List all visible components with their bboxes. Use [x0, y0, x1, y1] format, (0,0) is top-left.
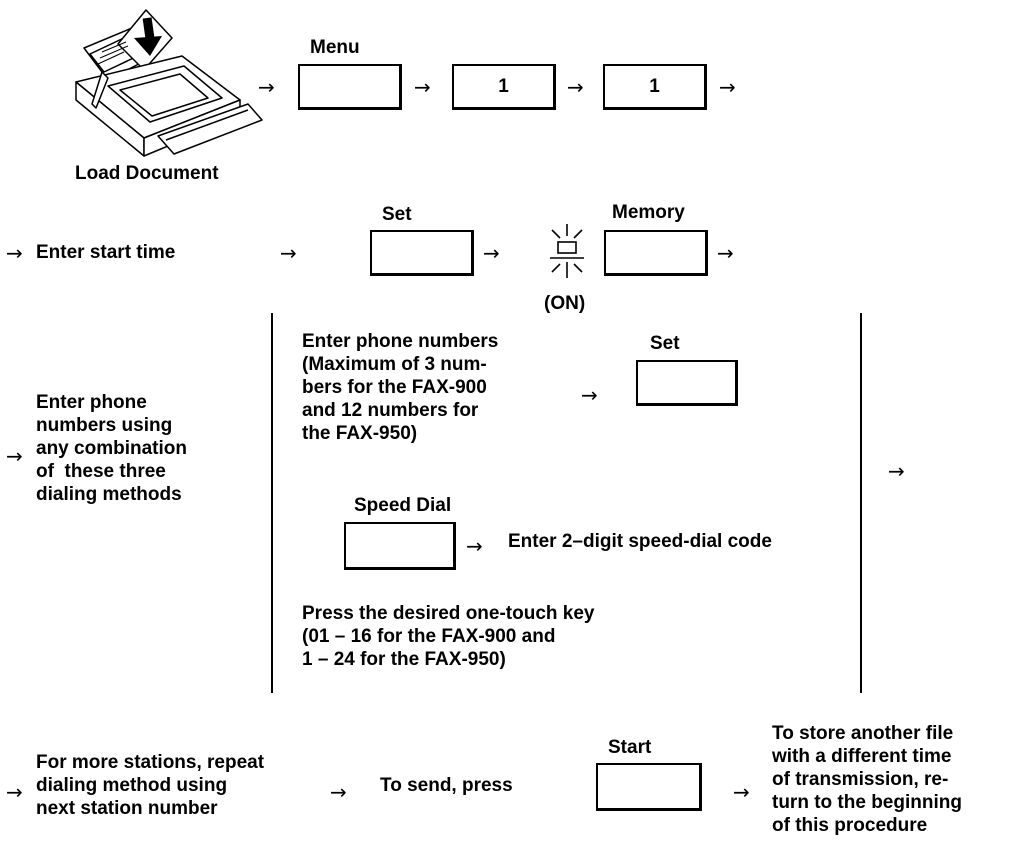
flow-arrow: →: [567, 77, 584, 97]
flow-arrow: →: [414, 77, 431, 97]
method-one-touch-text: Press the desired one-touch key (01 – 16…: [302, 602, 595, 671]
method-enter-phone-numbers-text: Enter phone numbers (Maximum of 3 num- b…: [302, 330, 498, 445]
flow-arrow: →: [466, 536, 483, 556]
menu-key-label: Menu: [310, 37, 360, 59]
flow-arrow: →: [280, 243, 297, 263]
speed-dial-key-label: Speed Dial: [354, 495, 451, 517]
bracket-right-line: [860, 313, 862, 693]
set-key[interactable]: [370, 230, 474, 276]
to-send-text: To send, press: [380, 775, 513, 797]
start-key-label: Start: [608, 737, 651, 759]
menu-key[interactable]: [298, 64, 402, 110]
memory-indicator-light-icon: [538, 222, 596, 288]
flow-arrow: →: [717, 243, 734, 263]
fax-machine-illustration: [62, 8, 272, 160]
memory-key-label: Memory: [612, 202, 685, 224]
digit-1-key[interactable]: 1: [452, 64, 556, 110]
flow-arrow: →: [6, 446, 23, 466]
flow-arrow: →: [6, 782, 23, 802]
repeat-stations-text: For more stations, repeat dialing method…: [36, 751, 264, 820]
set-key[interactable]: [636, 360, 738, 406]
flow-arrow: →: [581, 385, 598, 405]
store-another-file-text: To store another file with a different t…: [772, 722, 962, 837]
enter-start-time-text: Enter start time: [36, 242, 175, 264]
memory-key[interactable]: [604, 230, 708, 276]
speed-dial-code-text: Enter 2–digit speed-dial code: [508, 531, 772, 553]
start-key[interactable]: [596, 763, 702, 811]
set-key-label: Set: [382, 204, 412, 226]
flow-arrow: →: [888, 461, 905, 481]
flow-arrow: →: [330, 782, 347, 802]
flow-arrow: →: [719, 77, 736, 97]
digit-1-key[interactable]: 1: [603, 64, 707, 110]
dialing-methods-intro-text: Enter phone numbers using any combinatio…: [36, 391, 187, 506]
flow-arrow: →: [483, 243, 500, 263]
load-document-label: Load Document: [75, 163, 219, 185]
fax-machine-icon: [62, 8, 272, 160]
bracket-left-line: [271, 313, 273, 693]
flow-arrow: →: [733, 782, 750, 802]
set-key-label: Set: [650, 333, 680, 355]
indicator-on-label: (ON): [544, 293, 585, 315]
speed-dial-key[interactable]: [344, 522, 456, 570]
flow-arrow: →: [258, 77, 275, 97]
flow-arrow: →: [6, 243, 23, 263]
